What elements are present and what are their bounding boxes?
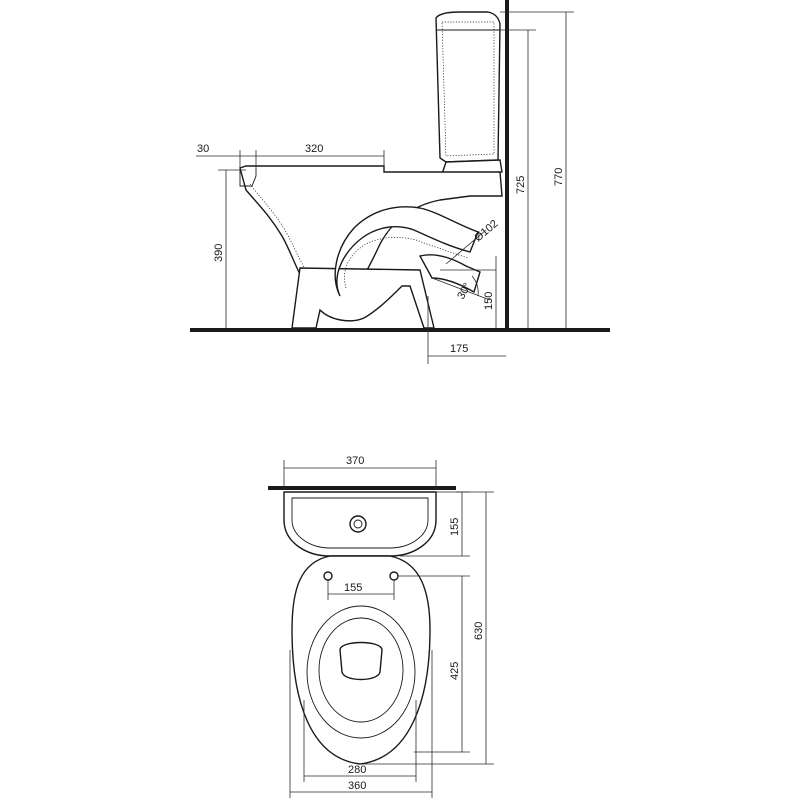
side-view: 30 320 390 Ø102 30° 150 175 725 770	[190, 0, 610, 364]
dim-bowl-length: 320	[305, 143, 323, 155]
dim-labels-top: 370 155 155 630 425 280 360	[344, 455, 485, 792]
dim-outlet-height: 150	[483, 292, 495, 310]
dim-bowl-opening-length: 425	[449, 662, 461, 680]
dim-outlet-diameter: Ø102	[472, 218, 500, 244]
cistern-side	[435, 11, 503, 175]
top-view: 370 155 155 630 425 280 360	[268, 455, 494, 798]
dim-tank-width: 370	[346, 455, 364, 467]
dim-bowl-length-total: 630	[473, 622, 485, 640]
flush-button-icon	[349, 515, 367, 533]
dim-tank-height: 725	[515, 176, 527, 194]
dim-tank-depth: 155	[449, 518, 461, 536]
floor-line	[190, 328, 610, 332]
dim-total-height: 770	[553, 168, 565, 186]
bowl-side	[239, 165, 503, 329]
dim-bolt-spacing: 155	[344, 582, 362, 594]
bowl-top	[291, 555, 431, 765]
dim-lines-top	[283, 460, 494, 798]
dim-bowl-width: 360	[348, 780, 366, 792]
wall-line-top	[268, 486, 456, 490]
dim-outlet-offset: 175	[450, 343, 468, 355]
dim-lines-side	[196, 11, 574, 364]
dim-bowl-height: 390	[213, 244, 225, 262]
wall-line	[505, 0, 509, 330]
cistern-top	[283, 491, 437, 557]
bolt-hole-right	[389, 571, 399, 581]
dim-rim-offset: 30	[197, 143, 209, 155]
bolt-hole-left	[323, 571, 333, 581]
dim-seat-width: 280	[348, 764, 366, 776]
